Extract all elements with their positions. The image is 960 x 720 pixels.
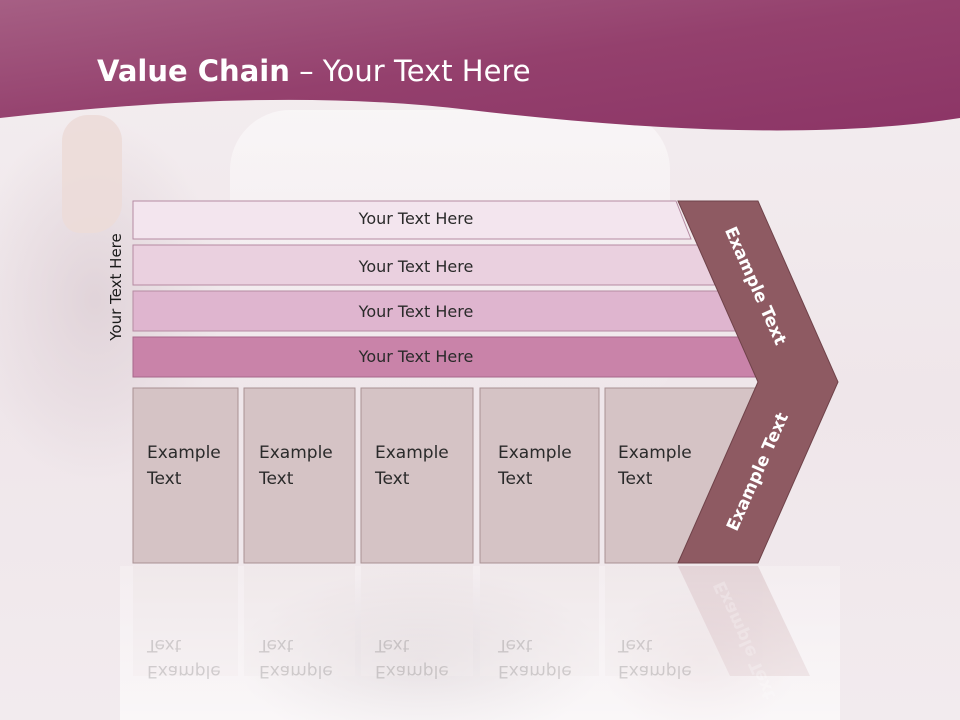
column-label-5: Example Text [618, 443, 692, 489]
slide-title: Value Chain – Your Text Here [97, 54, 531, 88]
chevron-arrow [677, 200, 839, 564]
row-label-2: Your Text Here [358, 257, 474, 276]
side-label: Your Text Here [107, 233, 125, 341]
column-box-4 [479, 387, 600, 564]
title-bold: Value Chain [97, 54, 290, 88]
column-label-reflection-4: Example Text [498, 635, 572, 681]
column-label-3: Example Text [375, 443, 449, 489]
column-label-4: Example Text [498, 443, 572, 489]
header-band [0, 0, 960, 131]
background-hand [62, 115, 122, 233]
column-box-1 [132, 387, 239, 564]
row-label-1: Your Text Here [358, 209, 474, 228]
column-label-reflection-5: Example Text [618, 635, 692, 681]
row-label-3: Your Text Here [358, 302, 474, 321]
column-label-2: Example Text [259, 443, 333, 489]
column-box-3 [360, 387, 474, 564]
row-bar-1 [132, 200, 692, 240]
column-label-1: Example Text [147, 443, 221, 489]
column-label-reflection-1: Example Text [147, 635, 221, 681]
reflection-fade [120, 566, 840, 720]
column-label-reflection-3: Example Text [375, 635, 449, 681]
column-label-reflection-2: Example Text [259, 635, 333, 681]
title-rest: – Your Text Here [289, 54, 531, 88]
column-box-2 [243, 387, 356, 564]
row-label-4: Your Text Here [358, 347, 474, 366]
